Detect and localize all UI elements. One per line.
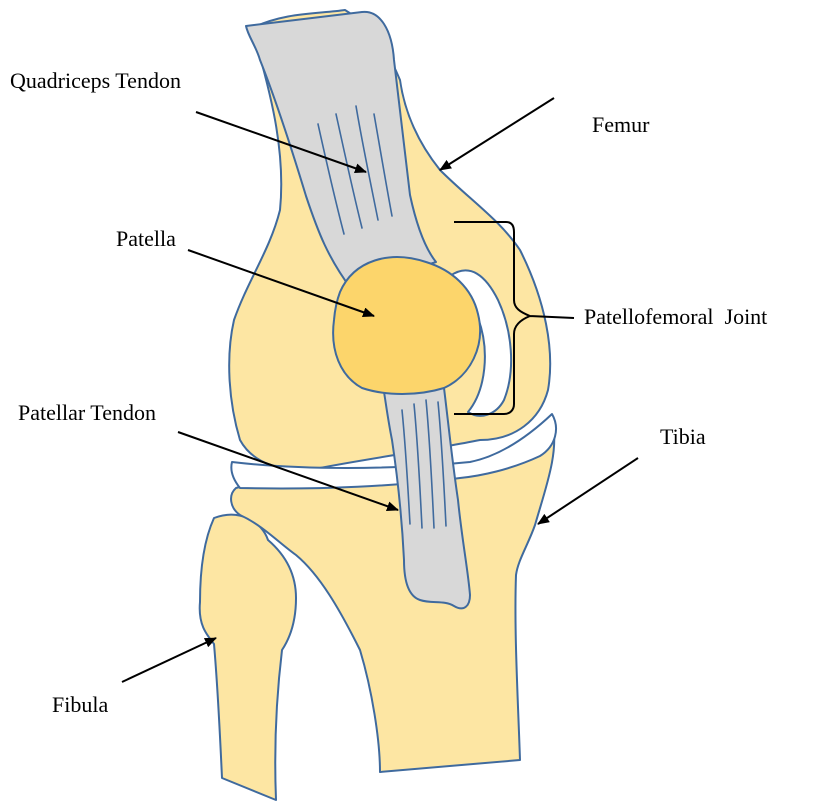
patella-label: Patella [116, 226, 176, 251]
femur-arrow [440, 98, 554, 170]
patellofemoral-joint-label: Patellofemoral Joint [584, 304, 767, 329]
patellar-tendon-label: Patellar Tendon [18, 400, 156, 425]
fibula-bone [200, 515, 296, 800]
quadriceps-tendon-label: Quadriceps Tendon [10, 68, 181, 93]
tibia-arrow [538, 458, 638, 524]
tibia-label: Tibia [660, 424, 706, 449]
fibula-label: Fibula [52, 692, 108, 717]
femur-label: Femur [592, 112, 650, 137]
fibula-arrow [122, 638, 216, 682]
